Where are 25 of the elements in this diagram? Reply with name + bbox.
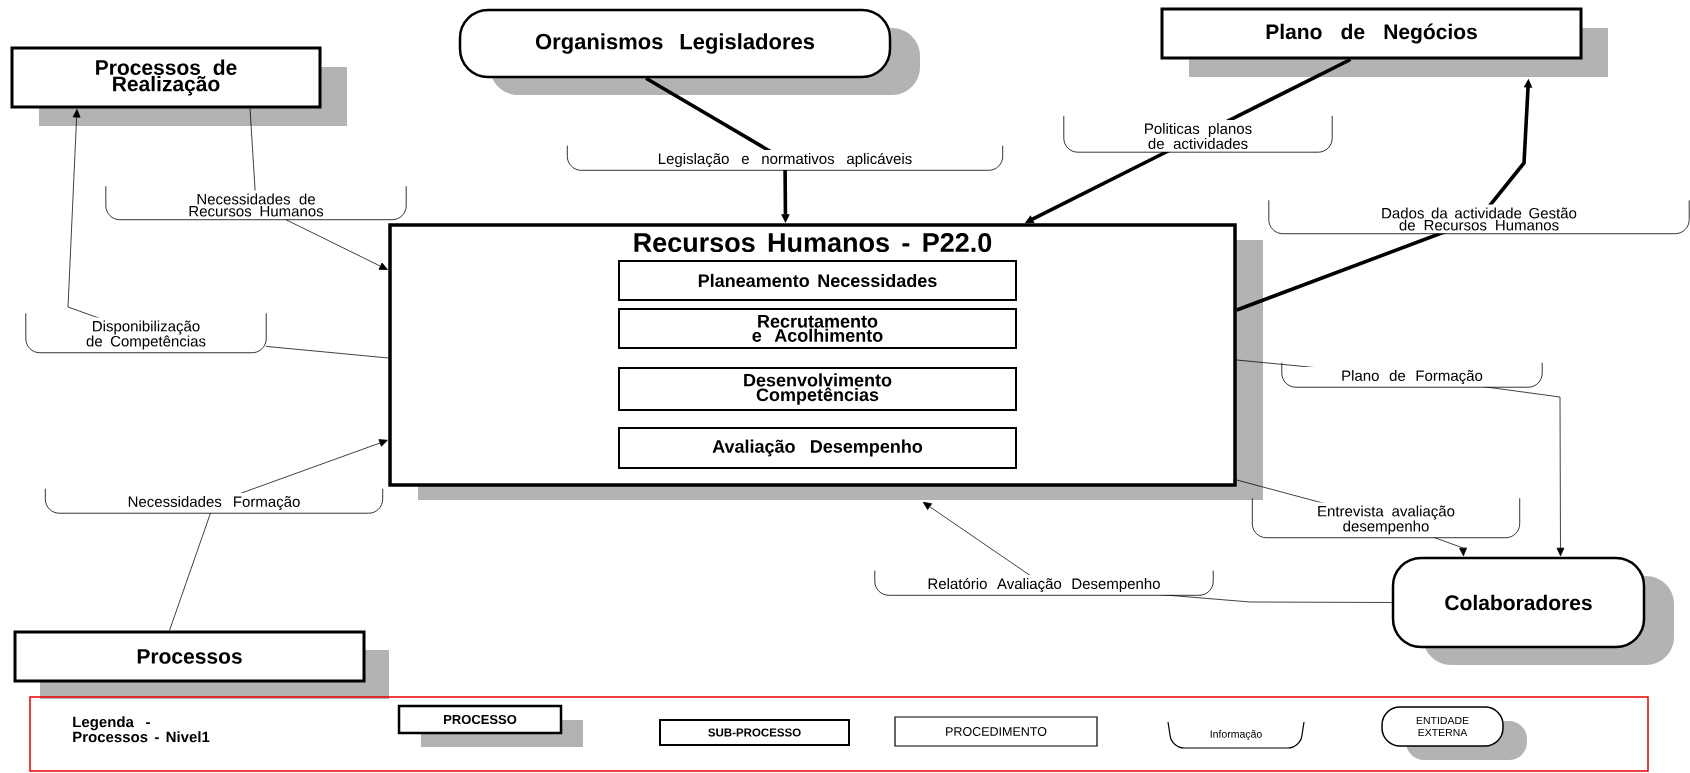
process-box: Processos de Realização <box>10 46 347 126</box>
edge-label: Necessidades de Recursos Humanos <box>105 185 407 221</box>
legend-sample: ENTIDADE EXTERNA <box>1381 706 1527 760</box>
legend-title: Legenda - Processos - Nivel1 <box>73 716 210 743</box>
legend-sample: SUB-PROCESSO <box>659 719 850 746</box>
edge-label: Plano de Formação <box>1281 362 1543 388</box>
arrow <box>169 439 388 631</box>
subprocess-box: Avaliação Desempenho <box>618 427 1017 469</box>
edge-label: Entrevista avaliação desempenho <box>1251 497 1521 539</box>
external-entity-box: Organismos Legisladores <box>458 8 920 95</box>
edge-label: Politicas planos de actividades <box>1063 115 1333 153</box>
edge-label: Dados da actividade Gestão de Recursos Humanos <box>1268 199 1690 235</box>
edge-label: Necessidades Formação <box>44 488 384 514</box>
subprocess-box: Planeamento Necessidades <box>618 260 1017 301</box>
legend-sample: Informação <box>1167 721 1305 749</box>
process-box: Plano de Negócios <box>1160 7 1608 77</box>
legend-sample: PROCESSO <box>397 704 583 747</box>
external-entity-box: Colaboradores <box>1391 556 1674 665</box>
legend-sample: PROCEDIMENTO <box>894 716 1098 747</box>
edge-label: Disponibilização de Competências <box>25 312 267 354</box>
edge-label: Legislação e normativos aplicáveis <box>566 145 1004 171</box>
edge-label: Relatório Avaliação Desempenho <box>874 570 1214 596</box>
subprocess-box: Recrutamento e Acolhimento <box>618 308 1017 349</box>
process-box: Processos <box>13 630 389 699</box>
subprocess-box: Desenvolvimento Competências <box>618 367 1017 411</box>
